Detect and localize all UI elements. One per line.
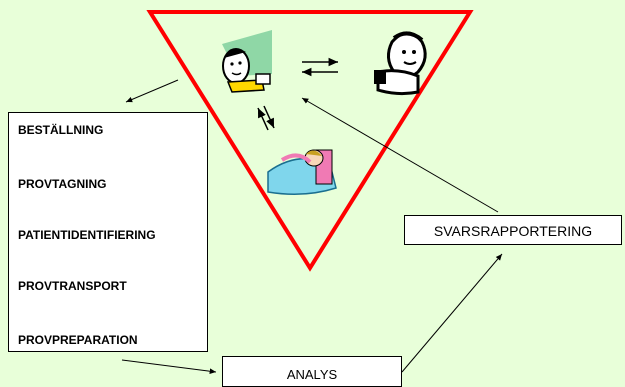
care-triangle	[146, 10, 474, 272]
step-provpreparation: PROVPREPARATION	[18, 333, 138, 347]
arrow-triangle-to-steps	[125, 79, 179, 103]
step-patientidentifiering: PATIENTIDENTIFIERING	[18, 228, 156, 242]
analys-label: ANALYS	[286, 367, 338, 382]
svarsrapportering-box: SVARSRAPPORTERING	[404, 215, 622, 245]
arrow-analys-to-svar	[401, 253, 503, 373]
analys-box: ANALYS	[222, 356, 402, 387]
patient-in-bed-icon	[267, 149, 337, 195]
process-steps-box: BESTÄLLNING PROVTAGNING PATIENTIDENTIFIE…	[8, 112, 208, 352]
step-provtransport: PROVTRANSPORT	[18, 279, 127, 293]
step-bestallning: BESTÄLLNING	[18, 123, 104, 137]
arrow-svar-to-triangle	[301, 97, 499, 213]
arrow-steps-to-analys	[121, 359, 217, 374]
svarsrapportering-label: SVARSRAPPORTERING	[433, 223, 593, 239]
exchange-arrows-icon	[257, 57, 338, 131]
doctor-icon	[222, 30, 272, 93]
step-provtagning: PROVTAGNING	[18, 177, 107, 191]
lab-person-icon	[374, 31, 427, 96]
